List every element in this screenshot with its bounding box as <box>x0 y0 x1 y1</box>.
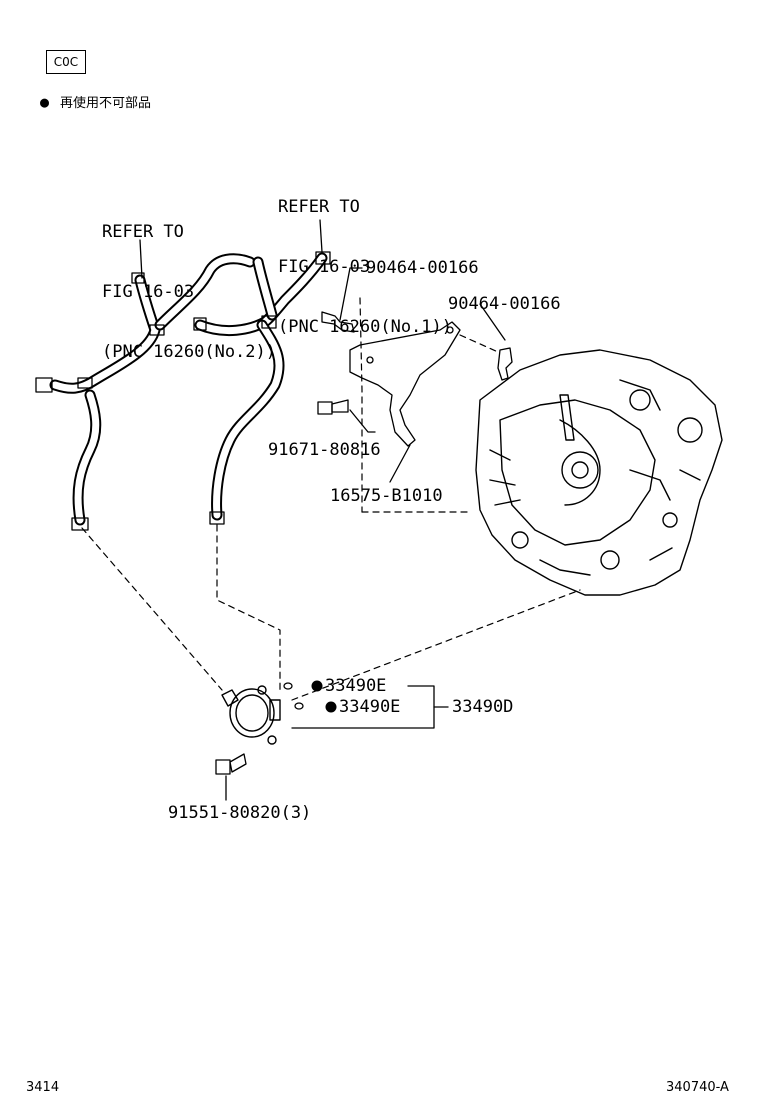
bracket-bolt-part <box>317 399 349 415</box>
page-number-right: 340740-A <box>666 1080 729 1095</box>
non-reusable-mark-lower <box>325 701 337 713</box>
part-no-bracket-bolt: 91671-80816 <box>268 440 381 460</box>
bracket-part <box>349 321 461 447</box>
part-no-oring-lower: 33490E <box>339 697 401 717</box>
oil-cooler-part <box>221 685 281 745</box>
alignment-dashes <box>81 297 581 701</box>
legend-text: 再使用不可部品 <box>60 96 152 111</box>
transaxle-assembly <box>475 349 723 596</box>
hose-no1 <box>193 251 331 525</box>
clip-left-part <box>321 311 355 333</box>
non-reusable-mark-upper <box>311 680 323 692</box>
part-no-clip-left: 90464-00166 <box>366 258 479 278</box>
page-number-left: 3414 <box>26 1080 60 1095</box>
ref-label-no2: REFER TO FIG 16-03 (PNC 16260(No.2)) <box>102 222 276 362</box>
part-no-oring-set: 33490D <box>452 697 514 717</box>
section-code-box: C0C <box>46 50 86 74</box>
part-no-cooler-bolt: 91551-80820(3) <box>168 803 312 823</box>
ref-label-no1: REFER TO FIG 16-03 (PNC 16260(No.1)) <box>278 197 452 337</box>
cooler-bolt-part <box>215 753 247 775</box>
hose-no2 <box>35 253 256 531</box>
oring-lower-part <box>294 702 304 710</box>
clip-right-part <box>497 347 513 381</box>
leader-ref-no1 <box>319 219 323 253</box>
part-no-oring-upper: 33490E <box>325 676 387 696</box>
part-no-bracket: 16575-B1010 <box>330 486 443 506</box>
leader-ref-no2 <box>139 239 143 279</box>
oring-upper-part <box>283 682 293 690</box>
part-no-clip-right: 90464-00166 <box>448 294 561 314</box>
legend-bullet: ● <box>40 93 50 111</box>
